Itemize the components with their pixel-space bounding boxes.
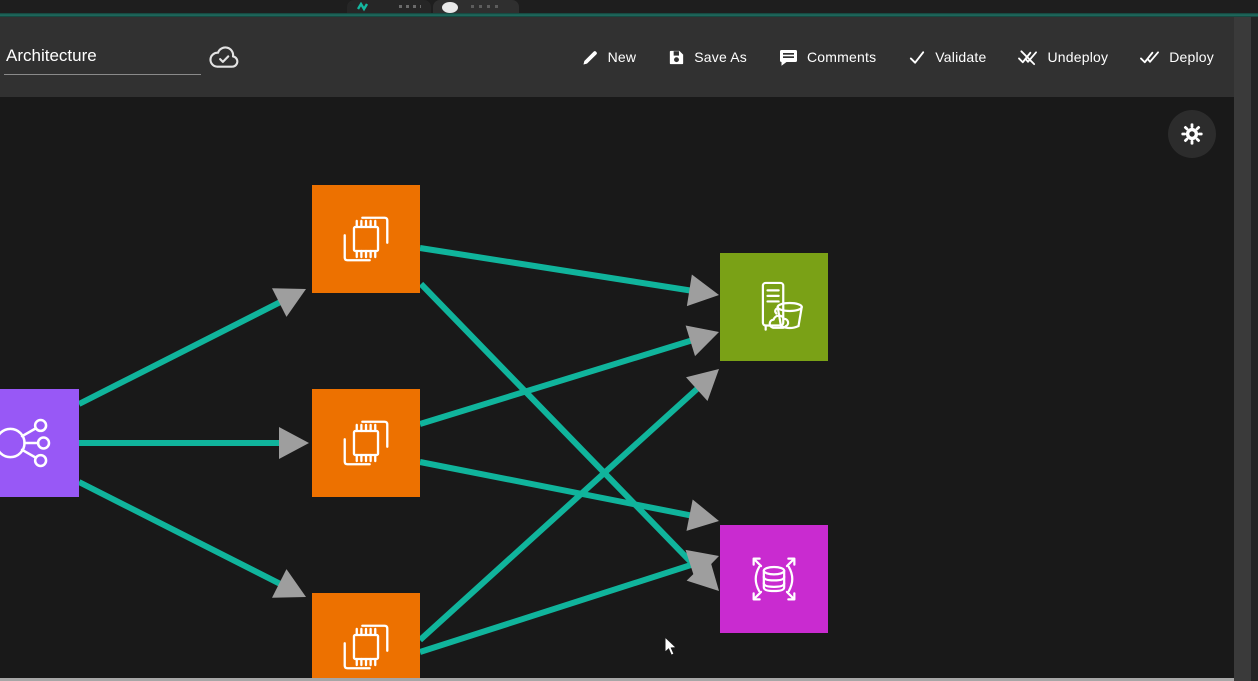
- deploy-label: Deploy: [1169, 49, 1214, 65]
- node-load-balancer[interactable]: [0, 389, 79, 497]
- ec2-instance-icon: [343, 624, 389, 670]
- node-ec2-middle[interactable]: [312, 389, 420, 497]
- ec2-instance-icon: [343, 420, 389, 466]
- storage-bucket-icon: [761, 281, 803, 331]
- tab-title-dots: [471, 5, 501, 8]
- diagram-canvas[interactable]: [0, 97, 1234, 681]
- cloud-done-icon: [209, 45, 239, 68]
- undeploy-button[interactable]: Undeploy: [1015, 42, 1110, 73]
- validate-label: Validate: [935, 49, 987, 65]
- node-ec2-top[interactable]: [312, 185, 420, 293]
- double-check-icon: [1140, 50, 1160, 63]
- new-label: New: [607, 49, 637, 65]
- avatar-icon: [442, 2, 458, 13]
- pencil-icon: [583, 50, 597, 65]
- save-as-button[interactable]: Save As: [665, 42, 749, 73]
- node-storage[interactable]: [720, 253, 828, 361]
- node-ec2-bottom[interactable]: [312, 593, 420, 681]
- ec2-instance-icon: [343, 216, 389, 262]
- comment-icon: [780, 50, 797, 66]
- save-as-label: Save As: [694, 49, 747, 65]
- validate-button[interactable]: Validate: [905, 42, 988, 73]
- app-logo-icon: [357, 2, 369, 12]
- database-icon: [752, 557, 796, 601]
- horizontal-scrollbar[interactable]: [0, 678, 1234, 681]
- load-balancer-icon: [0, 418, 51, 468]
- canvas-settings-button[interactable]: [1168, 110, 1216, 158]
- browser-tab-1[interactable]: [347, 0, 431, 13]
- node-database[interactable]: [720, 525, 828, 633]
- double-check-slash-icon: [1018, 49, 1038, 65]
- diagram-name-input[interactable]: [4, 39, 201, 75]
- check-icon: [910, 50, 925, 64]
- comments-button[interactable]: Comments: [776, 41, 878, 73]
- deploy-button[interactable]: Deploy: [1137, 42, 1216, 73]
- vertical-scrollbar-track[interactable]: [1234, 17, 1251, 681]
- new-button[interactable]: New: [579, 42, 639, 73]
- tab-title-dots: [399, 5, 421, 8]
- toolbar: New Save As Comments Validate: [0, 17, 1258, 97]
- diagram-name-group: [4, 39, 239, 75]
- browser-tab-strip: [0, 0, 1258, 13]
- toolbar-actions: New Save As Comments Validate: [579, 41, 1216, 73]
- save-icon: [670, 50, 684, 64]
- window-right-edge: [1251, 17, 1258, 681]
- gear-icon: [1181, 123, 1203, 145]
- undeploy-label: Undeploy: [1047, 49, 1109, 65]
- browser-tab-2[interactable]: [433, 0, 519, 13]
- accent-divider: [0, 13, 1258, 17]
- comments-label: Comments: [807, 49, 877, 65]
